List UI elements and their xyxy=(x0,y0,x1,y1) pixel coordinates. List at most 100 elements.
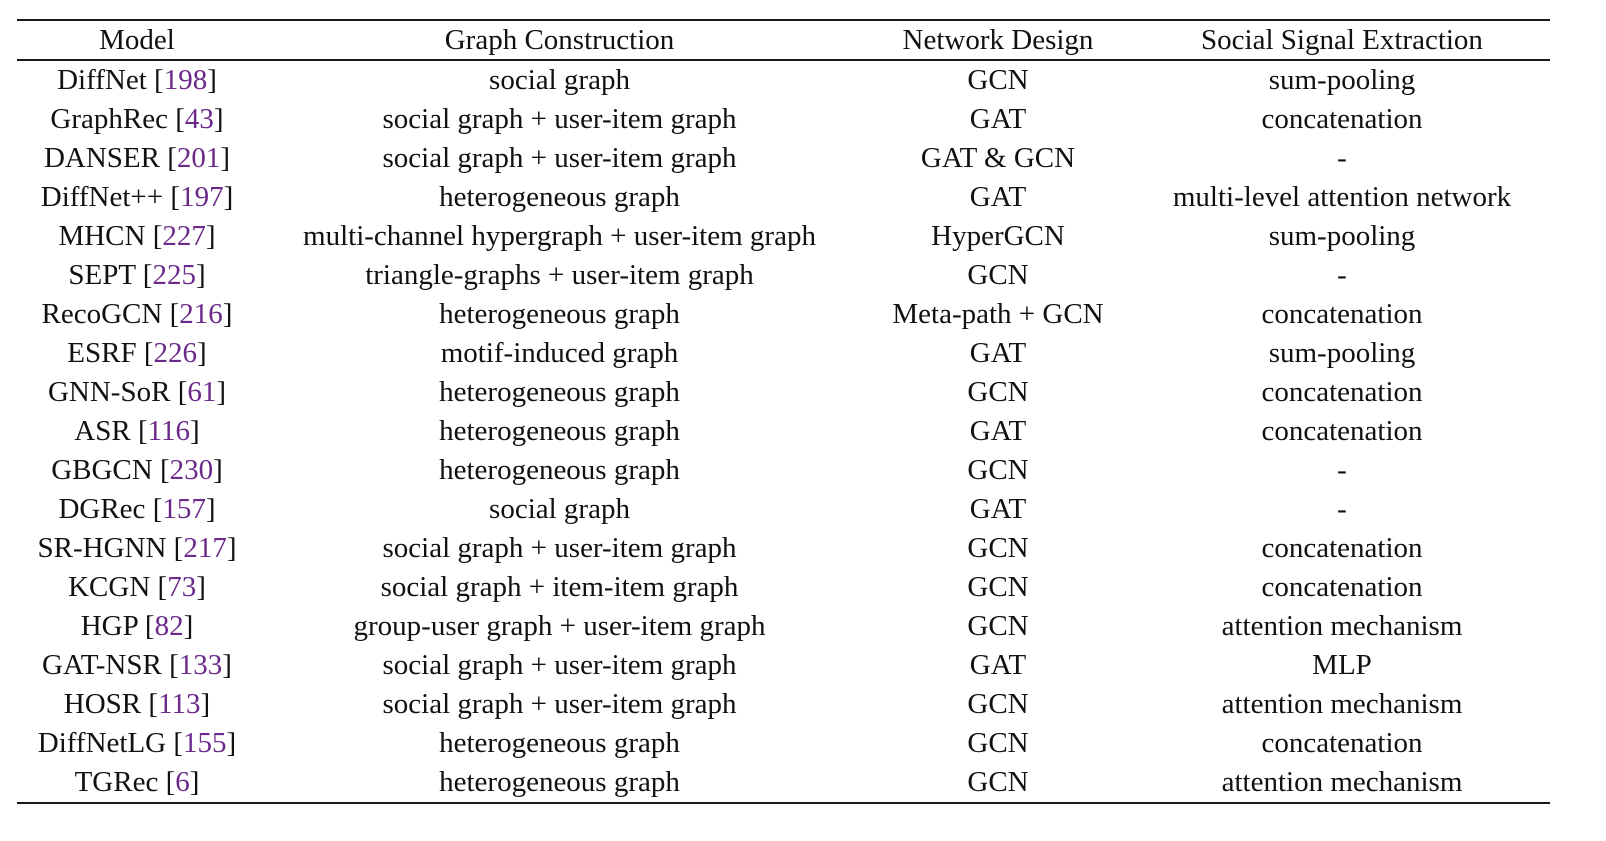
citation-link[interactable]: 6 xyxy=(175,766,190,798)
citation-link[interactable]: 198 xyxy=(163,64,208,96)
social-signal-cell: concatenation xyxy=(1261,103,1423,135)
table-row: GAT-NSR [133]social graph + user-item gr… xyxy=(17,646,1550,685)
citation-link[interactable]: 82 xyxy=(154,610,184,642)
graph-construction-cell: social graph xyxy=(489,64,630,96)
citation-link[interactable]: 155 xyxy=(183,727,227,759)
table-row: SR-HGNN [217] social graph + user-item gr… xyxy=(17,529,1550,568)
model-cell: DiffNet [198] xyxy=(57,64,217,96)
graph-construction-cell: social graph + user-item graph xyxy=(382,688,737,720)
model-cell: RecoGCN [216] xyxy=(41,298,233,330)
citation-link[interactable]: 226 xyxy=(153,337,198,369)
table-row: HOSR [113] social graph + user-item graph… xyxy=(17,685,1550,724)
model-cell: GAT-NSR [133] xyxy=(42,649,232,681)
network-design-cell: GCN xyxy=(967,727,1029,759)
social-signal-cell: - xyxy=(1337,142,1347,174)
table-row: DANSER [201] social graph + user-item gra… xyxy=(17,139,1550,178)
header-row: Model Graph Construction Network Design … xyxy=(17,21,1550,59)
graph-construction-cell: heterogeneous graph xyxy=(439,454,680,486)
network-design-cell: GAT xyxy=(969,415,1027,447)
social-signal-cell: multi-level attention network xyxy=(1172,181,1512,213)
graph-construction-cell: social graph + item-item graph xyxy=(380,571,739,603)
model-name: TGRec xyxy=(74,766,159,798)
model-cell: GNN-SoR [61] xyxy=(47,376,227,408)
citation-link[interactable]: 73 xyxy=(167,571,197,603)
network-design-cell: GCN xyxy=(967,532,1029,564)
model-cell: TGRec [6] xyxy=(74,766,200,798)
social-signal-cell: concatenation xyxy=(1261,532,1423,564)
social-signal-cell: attention mechanism xyxy=(1221,766,1463,798)
model-name: GraphRec xyxy=(50,103,168,135)
social-signal-cell: concatenation xyxy=(1261,571,1423,603)
graph-construction-cell: social graph + user-item graph xyxy=(382,142,737,174)
citation-link[interactable]: 43 xyxy=(184,103,214,135)
model-cell: HOSR [113] xyxy=(63,688,211,720)
social-signal-cell: concatenation xyxy=(1261,415,1423,447)
network-design-cell: GCN xyxy=(967,454,1029,486)
social-signal-cell: - xyxy=(1337,259,1347,291)
graph-construction-cell: heterogeneous graph xyxy=(439,727,680,759)
model-name: GNN-SoR xyxy=(47,376,171,408)
model-name: ESRF xyxy=(67,337,137,369)
citation-link[interactable]: 217 xyxy=(183,532,227,564)
model-name: HGP xyxy=(80,610,138,642)
model-name: DGRec xyxy=(58,493,146,525)
table-row: DiffNet++ [197] heterogeneous graph GAT mul… xyxy=(17,178,1550,217)
model-cell: GraphRec [43] xyxy=(50,103,224,135)
model-cell: DANSER [201] xyxy=(43,142,231,174)
graph-construction-cell: triangle-graphs + user-item graph xyxy=(365,259,754,291)
social-signal-cell: attention mechanism xyxy=(1221,688,1463,720)
citation-link[interactable]: 216 xyxy=(179,298,223,330)
model-name: GAT-NSR xyxy=(42,649,162,681)
citation-link[interactable]: 201 xyxy=(176,142,221,174)
citation-link[interactable]: 230 xyxy=(169,454,214,486)
citation-link[interactable]: 227 xyxy=(162,220,206,252)
header-social-signal-extraction: Social Signal Extraction xyxy=(1201,24,1483,56)
graph-construction-cell: heterogeneous graph xyxy=(439,376,680,408)
network-design-cell: GAT xyxy=(969,649,1027,681)
header-model: Model xyxy=(99,24,175,56)
header-graph-construction: Graph Construction xyxy=(444,24,675,56)
graph-construction-cell: social graph + user-item graph xyxy=(382,532,737,564)
citation-link[interactable]: 116 xyxy=(147,415,191,447)
citation-link[interactable]: 157 xyxy=(162,493,206,525)
graph-construction-cell: motif-induced graph xyxy=(440,337,679,369)
citation-link[interactable]: 61 xyxy=(187,376,217,408)
model-cell: HGP [82] xyxy=(80,610,194,642)
social-signal-cell: - xyxy=(1337,493,1347,525)
citation-link[interactable]: 197 xyxy=(180,181,224,213)
network-design-cell: GCN xyxy=(967,610,1029,642)
model-name: MHCN xyxy=(58,220,146,252)
model-name: DiffNet++ xyxy=(40,181,164,213)
table-header: Model Graph Construction Network Design … xyxy=(17,21,1550,59)
network-design-cell: GAT xyxy=(969,181,1027,213)
header-rule xyxy=(17,59,1550,61)
social-signal-cell: - xyxy=(1337,454,1347,486)
graph-construction-cell: heterogeneous graph xyxy=(439,415,680,447)
citation-link[interactable]: 113 xyxy=(158,688,201,720)
social-signal-cell: concatenation xyxy=(1261,727,1423,759)
network-design-cell: GCN xyxy=(967,259,1029,291)
social-signal-cell: sum-pooling xyxy=(1268,64,1416,96)
citation-link[interactable]: 133 xyxy=(178,649,223,681)
model-name: DiffNetLG xyxy=(37,727,167,759)
model-cell: DiffNetLG [155] xyxy=(37,727,237,759)
model-name: SR-HGNN xyxy=(37,532,167,564)
model-cell: DiffNet++ [197] xyxy=(40,181,234,213)
graph-construction-cell: social graph + user-item graph xyxy=(382,103,737,135)
model-cell: SR-HGNN [217] xyxy=(37,532,237,564)
table-row: HGP [82]group-user graph + user-item gra… xyxy=(17,607,1550,646)
model-name: KCGN xyxy=(68,571,151,603)
citation-link[interactable]: 225 xyxy=(152,259,196,291)
model-name: RecoGCN xyxy=(41,298,163,330)
graph-construction-cell: heterogeneous graph xyxy=(439,181,680,213)
social-signal-cell: concatenation xyxy=(1261,298,1423,330)
model-cell: SEPT [225] xyxy=(68,259,206,291)
model-cell: KCGN [73] xyxy=(68,571,206,603)
model-cell: GBGCN [230] xyxy=(51,454,223,486)
